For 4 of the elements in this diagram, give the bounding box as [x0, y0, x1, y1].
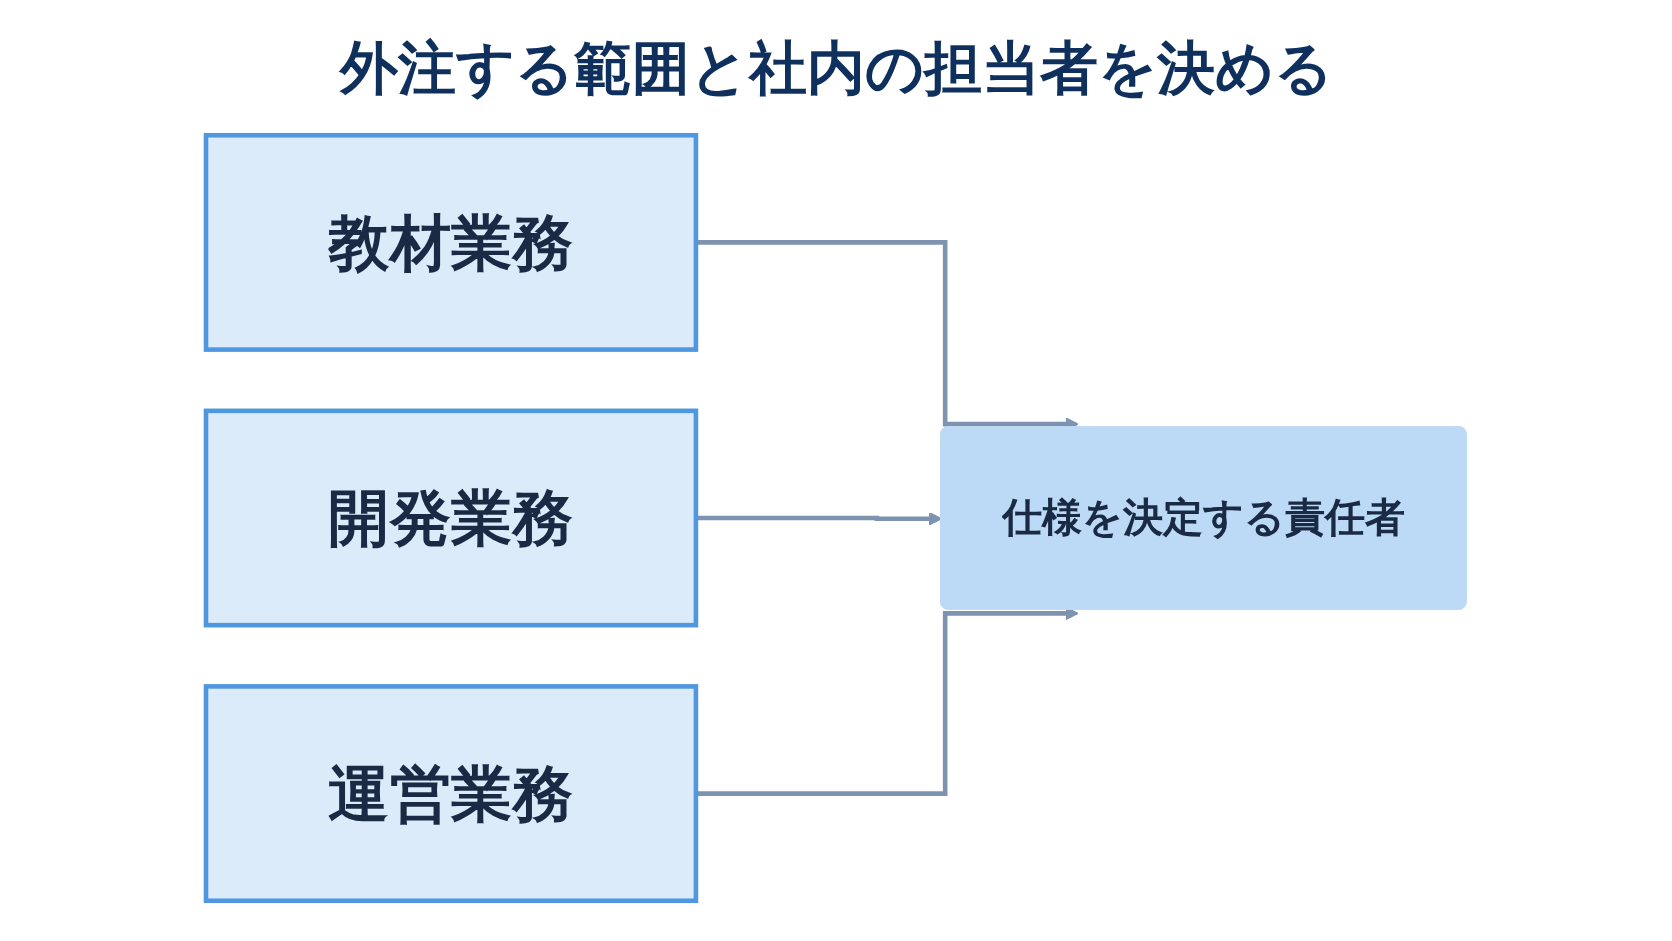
node-box: 運営業務 — [203, 684, 699, 904]
node-box: 教材業務 — [203, 132, 699, 352]
node-box: 開発業務 — [203, 408, 699, 628]
diagram-title: 外注する範囲と社内の担当者を決める — [338, 33, 1334, 104]
